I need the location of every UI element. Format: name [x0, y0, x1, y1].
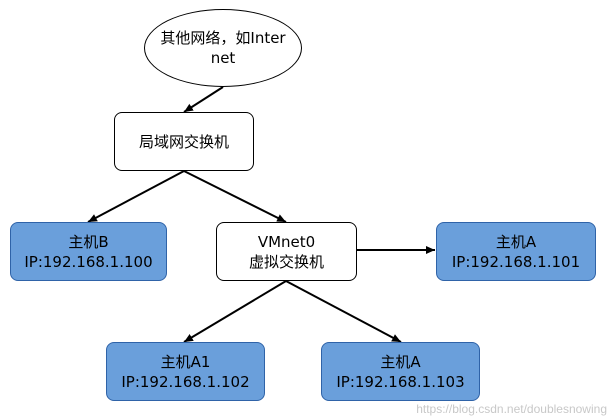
host-a1-node: 主机A1 IP:192.168.1.102: [106, 342, 265, 401]
watermark-text: https://blog.csdn.net/doublesnowing: [416, 402, 607, 416]
internet-label-line2: net: [210, 49, 236, 67]
lan-switch-node: 局域网交换机: [114, 112, 254, 171]
vmnet0-label-line2: 虚拟交换机: [248, 252, 324, 271]
host-a-right-node: 主机A IP:192.168.1.101: [436, 222, 596, 281]
host-b-ip: IP:192.168.1.100: [24, 252, 153, 271]
internet-node: 其他网络，如Inter net: [144, 9, 302, 87]
host-b-name: 主机B: [68, 232, 109, 251]
arrow-internet-to-switch: [183, 86, 224, 113]
internet-label-line1: 其他网络，如Inter: [160, 29, 286, 47]
lan-switch-label: 局域网交换机: [138, 132, 229, 151]
host-a1-ip: IP:192.168.1.102: [121, 372, 250, 391]
arrow-vmnet0-to-host-a-bottom: [285, 280, 402, 343]
arrow-switch-to-host-b: [87, 170, 185, 223]
host-a-bottom-name: 主机A: [380, 352, 421, 371]
host-a-bottom-ip: IP:192.168.1.103: [336, 372, 465, 391]
vmnet0-label-line1: VMnet0: [257, 232, 316, 251]
arrow-switch-to-vmnet0: [183, 170, 287, 223]
host-a-bottom-node: 主机A IP:192.168.1.103: [321, 342, 480, 401]
host-a-right-name: 主机A: [495, 232, 537, 251]
arrow-vmnet0-to-host-a1: [183, 280, 287, 343]
host-a1-name: 主机A1: [160, 352, 211, 371]
host-b-node: 主机B IP:192.168.1.100: [10, 222, 167, 281]
vmnet0-node: VMnet0 虚拟交换机: [216, 222, 357, 281]
host-a-right-ip: IP:192.168.1.101: [451, 252, 581, 271]
